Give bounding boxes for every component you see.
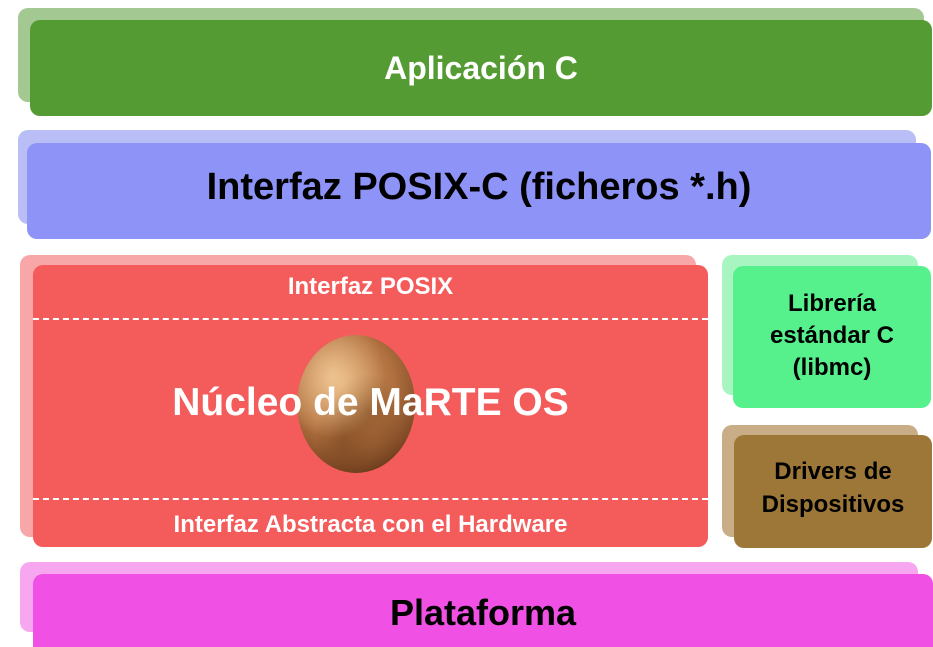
kernel-label: Núcleo de MaRTE OS (172, 381, 569, 424)
dashed-divider-bottom (33, 498, 708, 500)
app-layer-label: Aplicación C (384, 50, 578, 86)
posix-c-layer: Interfaz POSIX-C (ficheros *.h) (27, 143, 931, 239)
kernel-layer: Interfaz POSIX Núcleo de MaRTE OS Interf… (33, 265, 708, 547)
libc-label-line1: Librería (787, 290, 877, 317)
platform-layer: Plataforma (33, 574, 933, 647)
drivers-label: Drivers de Dispositivos (734, 455, 932, 521)
mars-planet-image (297, 335, 415, 473)
posix-c-layer-label: Interfaz POSIX-C (ficheros *.h) (206, 166, 752, 208)
libc-layer: Librería estándar C (libmc) (733, 266, 931, 408)
hardware-interface-label: Interfaz Abstracta con el Hardware (173, 511, 568, 538)
libc-label: Librería estándar C (libmc) (733, 288, 931, 384)
platform-label: Plataforma (389, 592, 577, 633)
drivers-layer: Drivers de Dispositivos (734, 435, 932, 548)
dashed-divider-top (33, 318, 708, 320)
posix-interface-label: Interfaz POSIX (287, 273, 454, 300)
libc-label-line2: estándar C (769, 322, 895, 349)
drivers-label-line1: Drivers de (774, 458, 892, 485)
libc-label-line3: (libmc) (792, 354, 872, 381)
app-layer: Aplicación C (30, 20, 932, 116)
drivers-label-line2: Dispositivos (761, 491, 905, 518)
